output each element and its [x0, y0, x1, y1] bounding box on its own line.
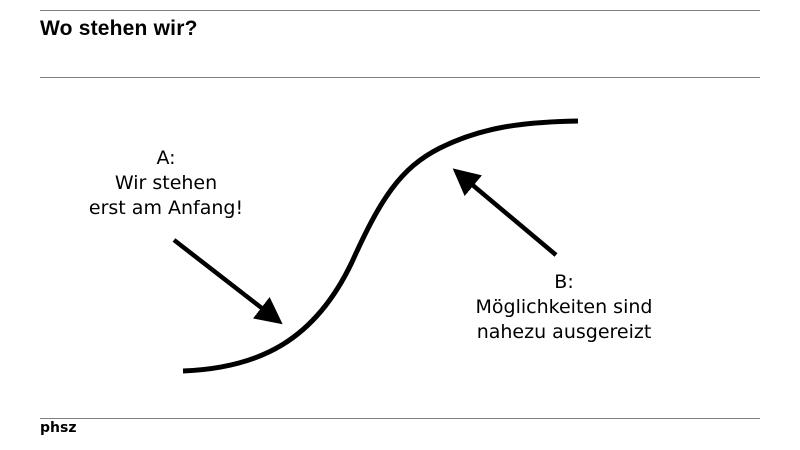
label-a-line2: Wir stehen [114, 172, 218, 194]
label-b: B: Möglichkeiten sind nahezu ausgereizt [444, 270, 684, 345]
label-b-heading: B: [554, 271, 574, 293]
arrow-a-icon [172, 238, 283, 325]
slide-title: Wo stehen wir? [40, 17, 198, 40]
footer-rule [40, 418, 760, 419]
label-a-line3: erst am Anfang! [88, 197, 244, 219]
top-rule [40, 10, 760, 11]
arrow-b-icon [452, 168, 558, 257]
footer-logo: phsz [40, 420, 77, 436]
label-b-line2: Möglichkeiten sind [475, 296, 653, 318]
label-a: A: Wir stehen erst am Anfang! [66, 146, 266, 221]
s-curve [182, 118, 579, 374]
label-b-line3: nahezu ausgereizt [476, 321, 652, 343]
label-a-heading: A: [156, 147, 176, 169]
title-divider [40, 77, 760, 78]
